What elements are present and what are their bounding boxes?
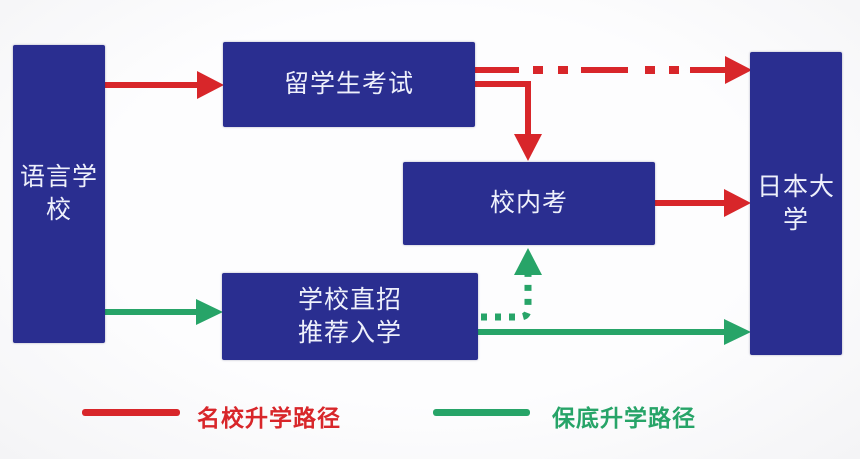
legend-green-line-swatch xyxy=(433,409,530,416)
node-japan-university: 日本大 学 xyxy=(750,52,842,355)
arrow-eju-to-university-dashdot xyxy=(475,56,752,84)
node-eju-exam: 留学生考试 xyxy=(223,42,475,127)
legend-red-line-swatch xyxy=(82,409,180,416)
arrow-eju-to-internal-exam xyxy=(475,81,542,161)
arrow-internal-exam-to-university xyxy=(655,189,751,217)
node-internal-exam: 校内考 xyxy=(403,162,655,245)
arrow-language-school-to-direct xyxy=(105,299,223,325)
legend-red-label: 名校升学路径 xyxy=(197,405,341,431)
arrow-language-school-to-eju xyxy=(105,71,224,99)
node-direct-admission: 学校直招 推荐入学 xyxy=(222,273,478,360)
node-language-school: 语言学 校 xyxy=(13,45,105,343)
arrow-direct-to-university xyxy=(478,319,751,345)
arrow-direct-to-internal-dotted xyxy=(481,248,542,321)
legend-green-label: 保底升学路径 xyxy=(552,405,696,431)
